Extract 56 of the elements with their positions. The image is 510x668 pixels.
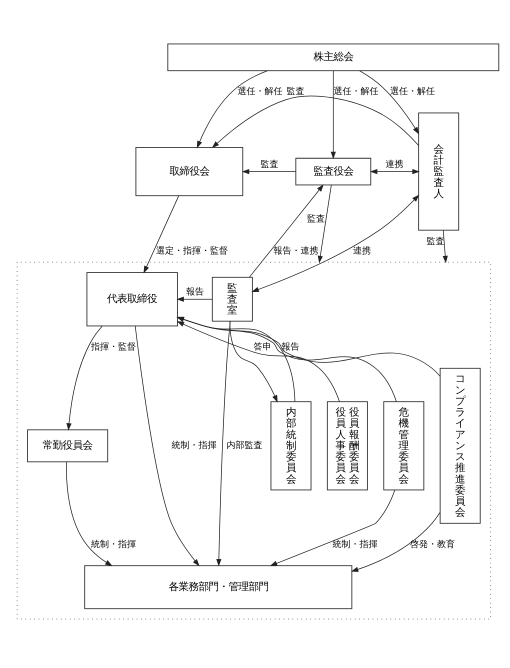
arrow: [230, 320, 278, 402]
edge-label: 監査: [307, 214, 326, 224]
node-box: 監査役会: [295, 157, 372, 185]
edge-label: 選任・解任: [238, 86, 283, 97]
edge-label: 監査: [286, 86, 304, 97]
node-box: 危機管理委員会: [383, 400, 424, 490]
arrow: [350, 511, 440, 572]
edge-label: 指揮・監督: [90, 342, 136, 352]
edge-label: 内部監査: [226, 440, 263, 451]
edge-label: 報告: [186, 287, 204, 297]
arrow: [359, 70, 420, 134]
arrow: [212, 95, 419, 148]
node-box: 取締役会: [135, 146, 244, 196]
arrow: [251, 194, 420, 292]
arrow: [176, 316, 440, 376]
arrow: [248, 184, 324, 278]
arrow: [176, 316, 397, 402]
edge-label: 監査: [426, 236, 444, 247]
arrow: [176, 316, 296, 402]
arrow: [370, 168, 420, 174]
arrow: [242, 168, 296, 174]
node-box: 役員人事委員会 役員報酬委員会: [326, 400, 368, 490]
arrow: [66, 325, 103, 430]
arrow: [176, 296, 213, 302]
edge-label: 報告: [282, 342, 300, 352]
edge-label: 連携: [352, 246, 371, 256]
edge-label: 統制・指揮: [90, 539, 136, 550]
edge-label: 報告・連携: [273, 246, 318, 256]
edge-label: 連携: [386, 159, 404, 170]
edge-label: 選任・解任: [390, 86, 435, 97]
arrow: [176, 320, 340, 402]
node-box: 監査室: [212, 276, 253, 322]
node-box: 代表取締役: [86, 272, 178, 326]
edge-label: 啓発・教育: [410, 539, 455, 550]
edge-label: 統制・指揮: [172, 440, 217, 451]
edge-label: 統制・指揮: [332, 539, 378, 550]
arrow: [318, 184, 332, 263]
arrow: [144, 194, 180, 273]
node-box: 内部統制委員会: [270, 400, 312, 490]
node-box: 会計監査人: [418, 112, 460, 230]
arrow: [330, 70, 336, 159]
edge-label: 監査: [260, 159, 278, 170]
arrow: [270, 489, 396, 566]
cluster: [16, 261, 492, 620]
edge-label: 選定・指揮・監督: [156, 246, 228, 256]
arrow: [196, 70, 268, 148]
node-box: 株主総会: [167, 43, 500, 71]
arrow: [442, 230, 448, 263]
arrow: [216, 320, 231, 566]
arrow: [134, 325, 200, 566]
arrow: [66, 461, 113, 566]
node-box: 各業務部門・管理部門: [84, 564, 352, 609]
node-box: 常勤役員会: [27, 428, 108, 462]
edge-label: 答申: [253, 342, 272, 352]
edge-label: 選任・解任: [333, 86, 378, 97]
node-box: コンプライアンス推進委員会: [440, 367, 481, 524]
